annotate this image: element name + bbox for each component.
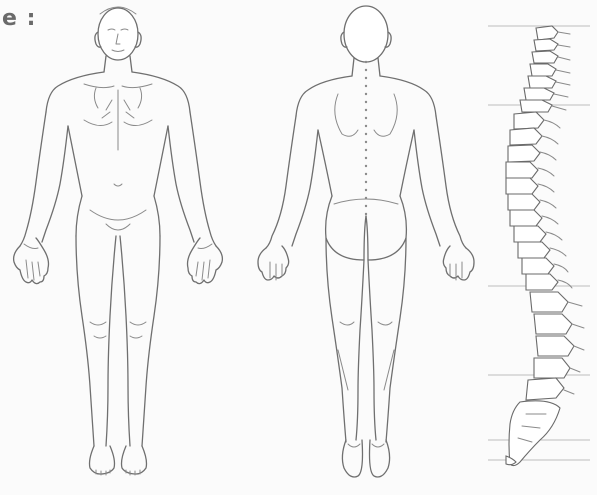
- spine-side-view-icon: [488, 26, 590, 466]
- body-back-icon: [258, 6, 474, 477]
- body-front-icon: [14, 7, 223, 475]
